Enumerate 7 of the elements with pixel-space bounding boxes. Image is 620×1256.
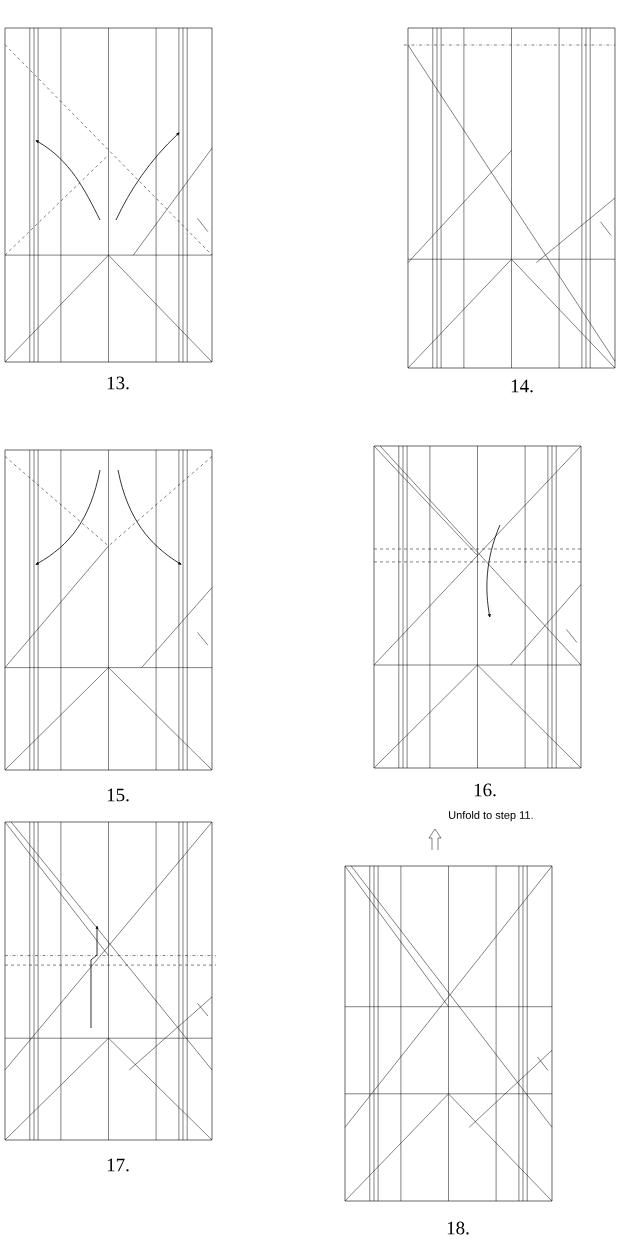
- step-number: 16.: [474, 783, 496, 797]
- step-number: 14.: [511, 379, 533, 393]
- instruction-text: Unfold to step 11.: [449, 810, 533, 822]
- step-number: 13.: [107, 376, 129, 390]
- step-number: 17.: [107, 1158, 129, 1172]
- step-number: 15.: [107, 788, 129, 802]
- step-number: 18.: [447, 1221, 469, 1235]
